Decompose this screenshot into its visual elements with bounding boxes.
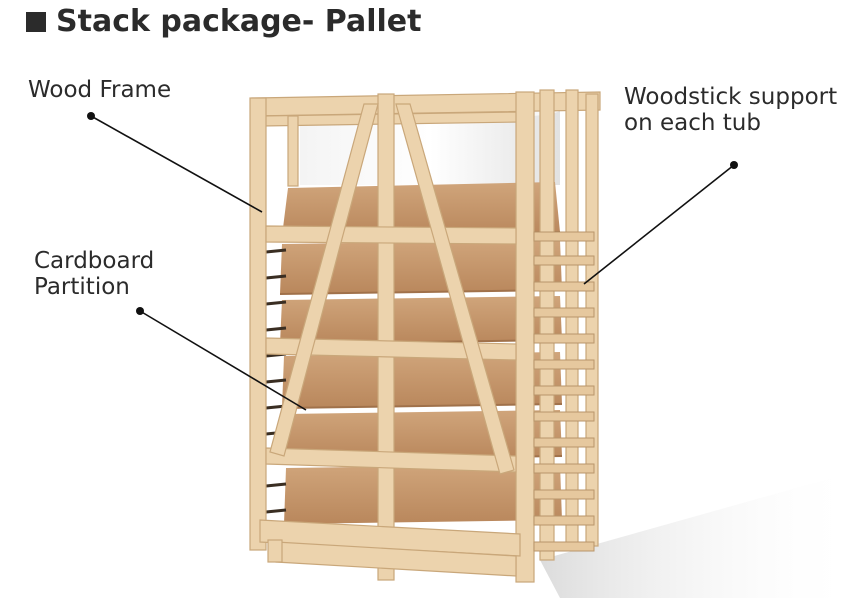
label-cardboard-line2: Partition xyxy=(34,274,130,300)
label-wood-frame: Wood Frame xyxy=(28,77,171,103)
title-text: Stack package- Pallet xyxy=(56,4,422,39)
floor-shadow xyxy=(540,470,860,598)
callout-cardboard xyxy=(136,307,307,411)
label-cardboard-partition: Cardboard Partition xyxy=(34,248,154,300)
wood-diagonal-brace xyxy=(269,103,379,457)
callout-wood-frame xyxy=(87,112,263,213)
wood-band xyxy=(265,447,517,473)
wood-pallet-base xyxy=(259,519,521,557)
wood-pallet-block xyxy=(267,539,283,563)
cardboard-partition xyxy=(280,296,562,344)
right-side-slats xyxy=(533,231,595,552)
wood-diagonal-brace xyxy=(395,103,515,475)
cardboard-partition xyxy=(280,240,562,294)
label-woodstick-support: Woodstick support on each tub xyxy=(624,84,837,136)
page-title: Stack package- Pallet xyxy=(26,4,421,39)
callout-woodstick xyxy=(583,161,738,285)
cardboard-partition xyxy=(284,464,562,524)
wood-band xyxy=(265,225,517,245)
wood-right-post xyxy=(515,91,535,583)
label-woodstick-line2: on each tub xyxy=(624,110,761,136)
title-bullet-icon xyxy=(26,11,46,32)
wood-band xyxy=(265,337,517,361)
wood-side-post xyxy=(565,89,579,551)
wood-inner-left-post xyxy=(287,115,299,187)
wood-frame xyxy=(249,89,601,583)
wood-side-post xyxy=(585,93,599,547)
label-wood-frame-text: Wood Frame xyxy=(28,77,172,103)
wood-left-post xyxy=(249,97,267,551)
label-woodstick-line1: Woodstick support xyxy=(624,84,838,110)
wood-center-post xyxy=(377,93,395,581)
label-cardboard-line1: Cardboard xyxy=(34,248,155,274)
